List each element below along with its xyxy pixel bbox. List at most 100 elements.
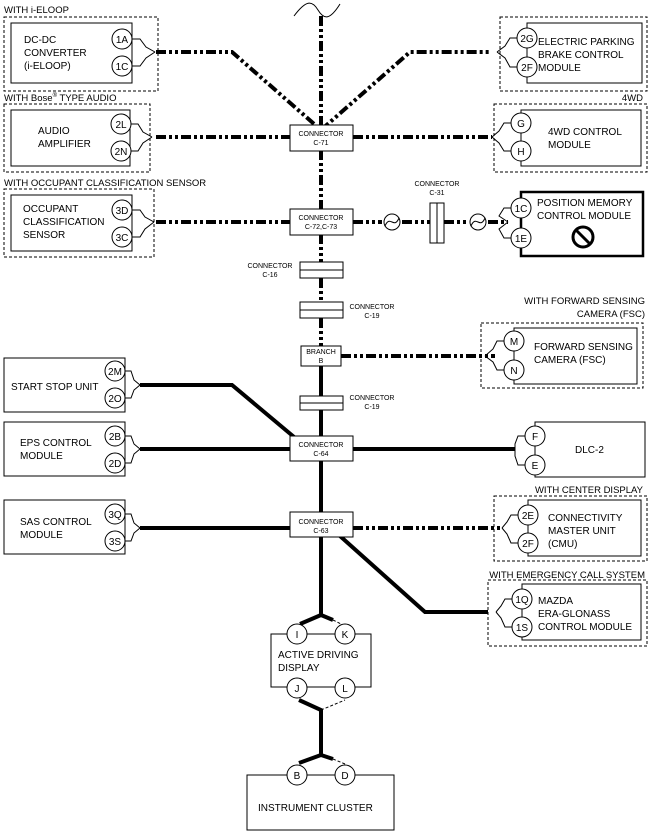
adisp-pin-k-label: K — [342, 630, 349, 641]
audio-label-1: AUDIO — [38, 126, 70, 137]
c19b-label-1: CONNECTOR — [350, 395, 395, 402]
eps-pin-2b — [104, 425, 126, 447]
sas-pin-3q — [104, 503, 126, 525]
start-stop-label: START STOP UNIT — [11, 382, 98, 393]
eps-pin-2d-label: 2D — [109, 459, 122, 470]
cluster-pin-b — [286, 764, 308, 786]
fsc-label-1: FORWARD SENSING — [534, 342, 633, 353]
header-emergency-call: WITH EMERGENCY CALL SYSTEM — [489, 570, 645, 581]
section-headers: WITH i-ELOOP WITH Bose® TYPE AUDIO WITH … — [4, 5, 645, 581]
cmu-label-1: CONNECTIVITY — [548, 513, 623, 524]
c64-label-1: CONNECTOR — [299, 442, 344, 449]
awd-pin-g — [510, 112, 532, 134]
module-4wd-control: 4WD CONTROL MODULE G H — [491, 103, 648, 173]
adisp-pin-j-label: J — [295, 684, 300, 695]
occupant-pin-3d-label: 3D — [116, 206, 129, 217]
epb-pin-2f-label: 2F — [521, 63, 533, 74]
fsc-pin-n — [503, 359, 525, 381]
module-forward-sensing-camera: FORWARD SENSING CAMERA (FSC) M N — [480, 322, 644, 389]
dlc-pin-f — [524, 425, 546, 447]
epb-pin-2g — [516, 27, 538, 49]
occupant-label-3: SENSOR — [23, 230, 65, 241]
position-memory-label-2: CONTROL MODULE — [537, 211, 631, 222]
c16-label-2: C-16 — [262, 272, 277, 279]
branch-label-1: BRANCH — [306, 349, 336, 356]
position-memory-pin-1c — [510, 197, 532, 219]
fsc-pin-m — [503, 330, 525, 352]
awd-pin-h-label: H — [517, 147, 524, 158]
era-pin-1s-label: 1S — [516, 623, 529, 634]
c31-label-2: C-31 — [429, 190, 444, 197]
sas-label-1: SAS CONTROL — [20, 517, 92, 528]
dlc-label: DLC-2 — [575, 445, 604, 456]
connector-c31: CONNECTOR C-31 — [415, 181, 460, 244]
c64-label-2: C-64 — [313, 451, 328, 458]
module-connectivity-master-unit: CONNECTIVITY MASTER UNIT (CMU) 2E 2F — [493, 495, 648, 562]
adisp-pin-l-label: L — [342, 684, 348, 695]
dcdc-pin-1a-label: 1A — [116, 35, 129, 46]
cmu-pin-2e — [517, 504, 539, 526]
era-label-3: CONTROL MODULE — [538, 622, 632, 633]
fsc-label-2: CAMERA (FSC) — [534, 355, 606, 366]
cluster-pin-d-label: D — [341, 771, 348, 782]
cluster-label: INSTRUMENT CLUSTER — [258, 803, 373, 814]
dcdc-pin-1c — [111, 55, 133, 77]
header-bose-audio: WITH Bose® TYPE AUDIO — [4, 92, 116, 104]
prohibited-icon — [571, 225, 595, 249]
module-start-stop-unit: START STOP UNIT 2M 2O — [3, 357, 141, 413]
module-instrument-cluster: INSTRUMENT CLUSTER B D — [246, 764, 395, 831]
era-pin-1s — [511, 616, 533, 638]
epb-label-2: BRAKE CONTROL — [538, 50, 624, 61]
start-stop-pin-2o — [104, 387, 126, 409]
module-audio-amplifier: AUDIO AMPLIFIER 2L 2N — [3, 103, 153, 173]
start-stop-pin-2o-label: 2O — [108, 394, 122, 405]
position-memory-label-1: POSITION MEMORY — [537, 198, 633, 209]
start-stop-pin-2m — [104, 360, 126, 382]
header-center-display: WITH CENTER DISPLAY — [535, 485, 644, 496]
c63-label-1: CONNECTOR — [299, 519, 344, 526]
epb-pin-2g-label: 2G — [520, 34, 534, 45]
sas-label-2: MODULE — [20, 530, 63, 541]
awd-label-2: MODULE — [548, 140, 591, 151]
dcdc-label-2: CONVERTER — [24, 48, 87, 59]
c72-label-1: CONNECTOR — [299, 215, 344, 222]
awd-pin-h — [510, 140, 532, 162]
connector-c72-c73: CONNECTOR C-72,C-73 — [289, 208, 354, 236]
adisp-pin-i — [286, 623, 308, 645]
eps-pin-2d — [104, 452, 126, 474]
module-era-glonass: MAZDA ERA-GLONASS CONTROL MODULE 1Q 1S — [487, 579, 648, 647]
module-epb-control: ELECTRIC PARKING BRAKE CONTROL MODULE 2G… — [496, 16, 648, 92]
adisp-label-2: DISPLAY — [278, 663, 320, 674]
position-memory-pin-1e-label: 1E — [515, 234, 528, 245]
dcdc-pin-1a — [111, 28, 133, 50]
branch-b: BRANCH B — [300, 345, 342, 367]
cmu-pin-2f — [517, 532, 539, 554]
eps-pin-2b-label: 2B — [109, 432, 122, 443]
adisp-label-1: ACTIVE DRIVING — [278, 650, 359, 661]
adisp-pin-k — [334, 623, 356, 645]
occupant-pin-3c — [111, 226, 133, 248]
c31-label-1: CONNECTOR — [415, 181, 460, 188]
era-pin-1q — [511, 588, 533, 610]
connector-c63: CONNECTOR C-63 — [289, 511, 354, 538]
awd-label-1: 4WD CONTROL — [548, 127, 622, 138]
fsc-pin-m-label: M — [510, 337, 518, 348]
dlc-pin-f-label: F — [532, 432, 538, 443]
c19a-label-2: C-19 — [364, 313, 379, 320]
sas-pin-3s — [104, 530, 126, 552]
era-pin-1q-label: 1Q — [515, 595, 529, 606]
connector-c16: CONNECTOR C-16 — [248, 261, 344, 279]
audio-pin-2l-label: 2L — [115, 120, 127, 131]
module-position-memory: POSITION MEMORY CONTROL MODULE 1C 1E — [498, 190, 645, 258]
epb-label-1: ELECTRIC PARKING — [538, 37, 635, 48]
position-memory-pin-1e — [510, 227, 532, 249]
c16-label-1: CONNECTOR — [248, 263, 293, 270]
c19a-label-1: CONNECTOR — [350, 304, 395, 311]
audio-label-2: AMPLIFIER — [38, 139, 91, 150]
dcdc-label-1: DC-DC — [24, 35, 56, 46]
occupant-label-1: OCCUPANT — [23, 204, 78, 215]
cmu-pin-2f-label: 2F — [522, 539, 534, 550]
fsc-pin-n-label: N — [510, 366, 517, 377]
connector-c64: CONNECTOR C-64 — [289, 435, 354, 462]
